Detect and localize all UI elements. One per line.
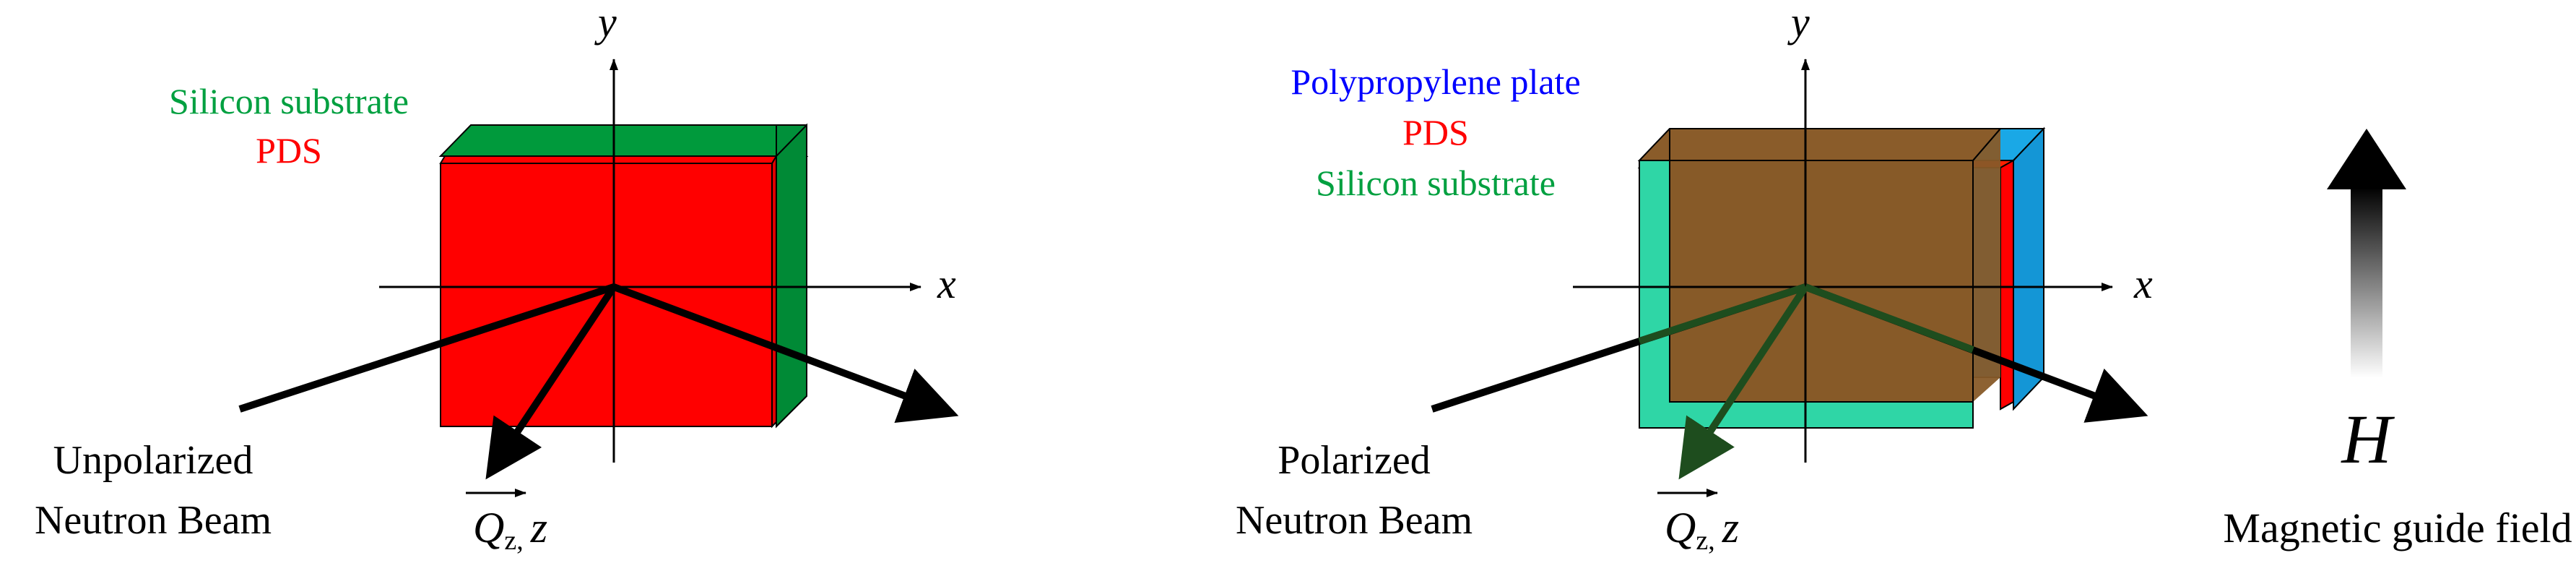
beam-label-line2-right: Neutron Beam xyxy=(1236,498,1473,543)
overlap-region xyxy=(1637,128,2003,403)
x-axis-label: x xyxy=(937,260,956,307)
qz-vector xyxy=(485,285,617,480)
field-arrow-head xyxy=(2327,129,2406,189)
beam-label-line2: Neutron Beam xyxy=(35,498,272,543)
right-panel: x y Polypropylene plate PDS Silicon subs… xyxy=(1236,0,2153,556)
q-label: Qz,z xyxy=(473,504,547,556)
beam-label-line1-right: Polarized xyxy=(1278,438,1430,483)
label-pds: PDS xyxy=(256,130,322,171)
left-panel: x y Silicon substrate PDS Unpolarized Ne… xyxy=(35,0,959,556)
incident-beam xyxy=(238,283,615,413)
magnetic-field-indicator: H Magnetic guide field xyxy=(2223,129,2572,551)
field-arrow-shaft xyxy=(2351,186,2382,378)
field-symbol: H xyxy=(2340,400,2395,478)
label-polypropylene-plate: Polypropylene plate xyxy=(1291,61,1580,102)
incident-beam-overlay xyxy=(1638,283,1807,345)
beam-label-line1: Unpolarized xyxy=(53,438,253,483)
label-pds-right: PDS xyxy=(1402,112,1469,153)
reflected-beam xyxy=(612,283,959,423)
x-axis-label-right: x xyxy=(2133,260,2153,307)
reflected-beam-overlay xyxy=(1804,283,1974,353)
qz-vector-right xyxy=(1678,285,1809,480)
y-axis-label: y xyxy=(594,0,617,46)
field-caption: Magnetic guide field xyxy=(2223,505,2572,551)
label-silicon-substrate-right: Silicon substrate xyxy=(1316,163,1556,203)
y-axis-label-right: y xyxy=(1787,0,1810,46)
label-silicon-substrate: Silicon substrate xyxy=(169,81,409,121)
q-label-right: Qz,z xyxy=(1665,504,1739,556)
